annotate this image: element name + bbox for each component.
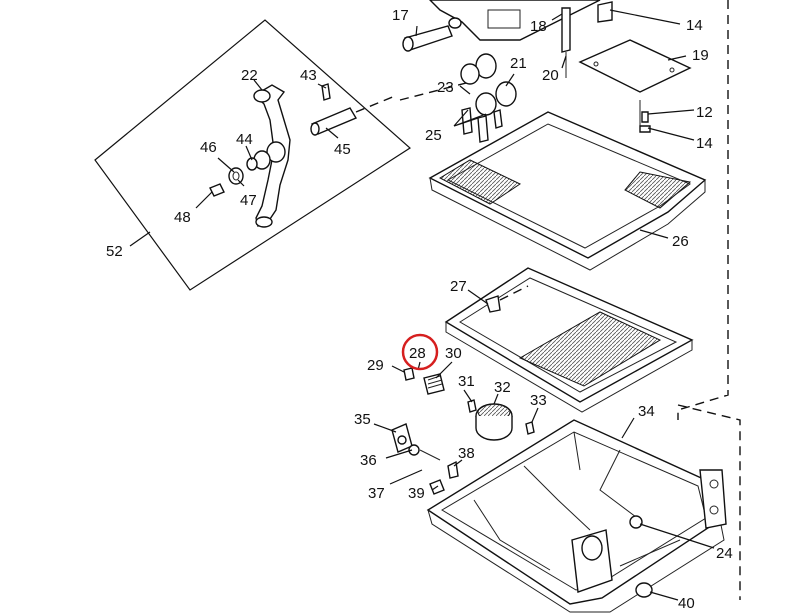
upper-housing bbox=[402, 0, 601, 52]
cover-26 bbox=[428, 111, 707, 271]
label-38: 38 bbox=[458, 445, 475, 462]
label-12: 12 bbox=[696, 104, 713, 121]
label-47: 47 bbox=[240, 192, 257, 209]
label-20: 20 bbox=[542, 67, 559, 84]
plate-19 bbox=[578, 39, 692, 133]
label-52: 52 bbox=[106, 243, 123, 260]
label-25: 25 bbox=[425, 127, 442, 144]
label-48: 48 bbox=[174, 209, 191, 226]
tray-27 bbox=[444, 267, 694, 413]
label-26: 26 bbox=[672, 233, 689, 250]
label-24: 24 bbox=[716, 545, 733, 562]
handle-box-52 bbox=[94, 19, 411, 291]
label-21: 21 bbox=[510, 55, 527, 72]
label-37: 37 bbox=[368, 485, 385, 502]
part-18-20 bbox=[561, 1, 613, 78]
label-46: 46 bbox=[200, 139, 217, 156]
label-29: 29 bbox=[367, 357, 384, 374]
label-18: 18 bbox=[530, 18, 547, 35]
leader-lines bbox=[129, 9, 715, 601]
label-43: 43 bbox=[300, 67, 317, 84]
gears-21-23-25 bbox=[399, 53, 517, 143]
label-30: 30 bbox=[445, 345, 462, 362]
label-19: 19 bbox=[692, 47, 709, 64]
dashed-frame bbox=[677, 0, 741, 600]
label-34: 34 bbox=[638, 403, 655, 420]
label-14-top: 14 bbox=[686, 17, 703, 34]
label-31: 31 bbox=[458, 373, 475, 390]
label-27: 27 bbox=[450, 278, 467, 295]
part-labels: 17 18 14 19 20 21 22 43 23 25 12 14 46 4… bbox=[106, 7, 733, 612]
label-40: 40 bbox=[678, 595, 695, 612]
label-14-mid: 14 bbox=[696, 135, 713, 152]
label-44: 44 bbox=[236, 131, 253, 148]
label-23: 23 bbox=[437, 79, 454, 96]
label-36: 36 bbox=[360, 452, 377, 469]
parts-29-33 bbox=[403, 367, 535, 441]
label-35: 35 bbox=[354, 411, 371, 428]
label-39: 39 bbox=[408, 485, 425, 502]
label-32: 32 bbox=[494, 379, 511, 396]
label-22: 22 bbox=[241, 67, 258, 84]
label-33: 33 bbox=[530, 392, 547, 409]
base-34 bbox=[426, 419, 727, 613]
bracket-35-39 bbox=[391, 423, 459, 495]
label-28: 28 bbox=[409, 345, 426, 362]
label-17: 17 bbox=[392, 7, 409, 24]
highlight-circle bbox=[401, 333, 439, 371]
label-45: 45 bbox=[334, 141, 351, 158]
